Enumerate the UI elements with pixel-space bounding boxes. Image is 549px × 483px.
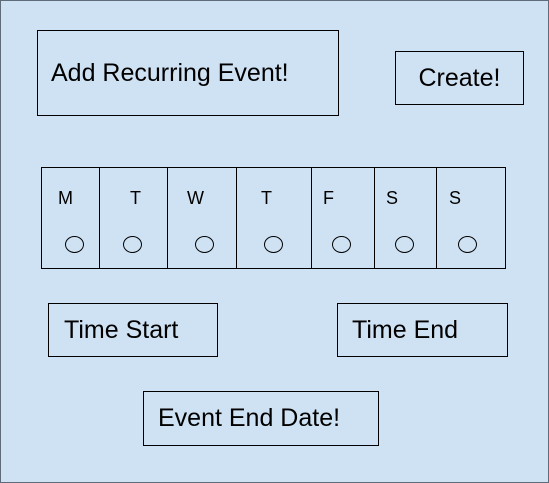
weekday-selector: M T W T F S S <box>41 167 506 269</box>
weekday-label-wednesday: W <box>187 188 204 208</box>
time-end-label: Time End <box>352 315 459 344</box>
event-end-date-field[interactable]: Event End Date! <box>143 391 379 446</box>
weekday-radio-monday[interactable] <box>65 236 84 253</box>
create-button[interactable]: Create! <box>395 51 524 105</box>
weekday-radio-sunday[interactable] <box>458 236 477 253</box>
weekday-label-saturday: S <box>386 188 399 208</box>
time-start-field[interactable]: Time Start <box>48 303 218 357</box>
weekday-divider <box>99 167 100 269</box>
weekday-label-sunday: S <box>449 188 462 208</box>
weekday-divider <box>167 167 168 269</box>
create-button-label: Create! <box>418 63 501 92</box>
weekday-divider <box>436 167 437 269</box>
weekday-divider <box>374 167 375 269</box>
page-title: Add Recurring Event! <box>37 30 339 116</box>
weekday-radio-saturday[interactable] <box>395 236 414 253</box>
event-end-date-label: Event End Date! <box>158 404 341 432</box>
page-title-text: Add Recurring Event! <box>51 58 289 87</box>
time-start-label: Time Start <box>64 315 179 344</box>
weekday-radio-friday[interactable] <box>332 236 351 253</box>
weekday-divider <box>311 167 312 269</box>
weekday-label-friday: F <box>323 188 334 208</box>
weekday-radio-wednesday[interactable] <box>195 236 214 253</box>
weekday-radio-tuesday[interactable] <box>123 236 142 253</box>
weekday-radio-thursday[interactable] <box>264 236 283 253</box>
weekday-label-thursday: T <box>261 188 272 208</box>
weekday-divider <box>236 167 237 269</box>
time-end-field[interactable]: Time End <box>337 303 508 357</box>
weekday-label-monday: M <box>58 188 73 208</box>
weekday-label-tuesday: T <box>130 188 141 208</box>
